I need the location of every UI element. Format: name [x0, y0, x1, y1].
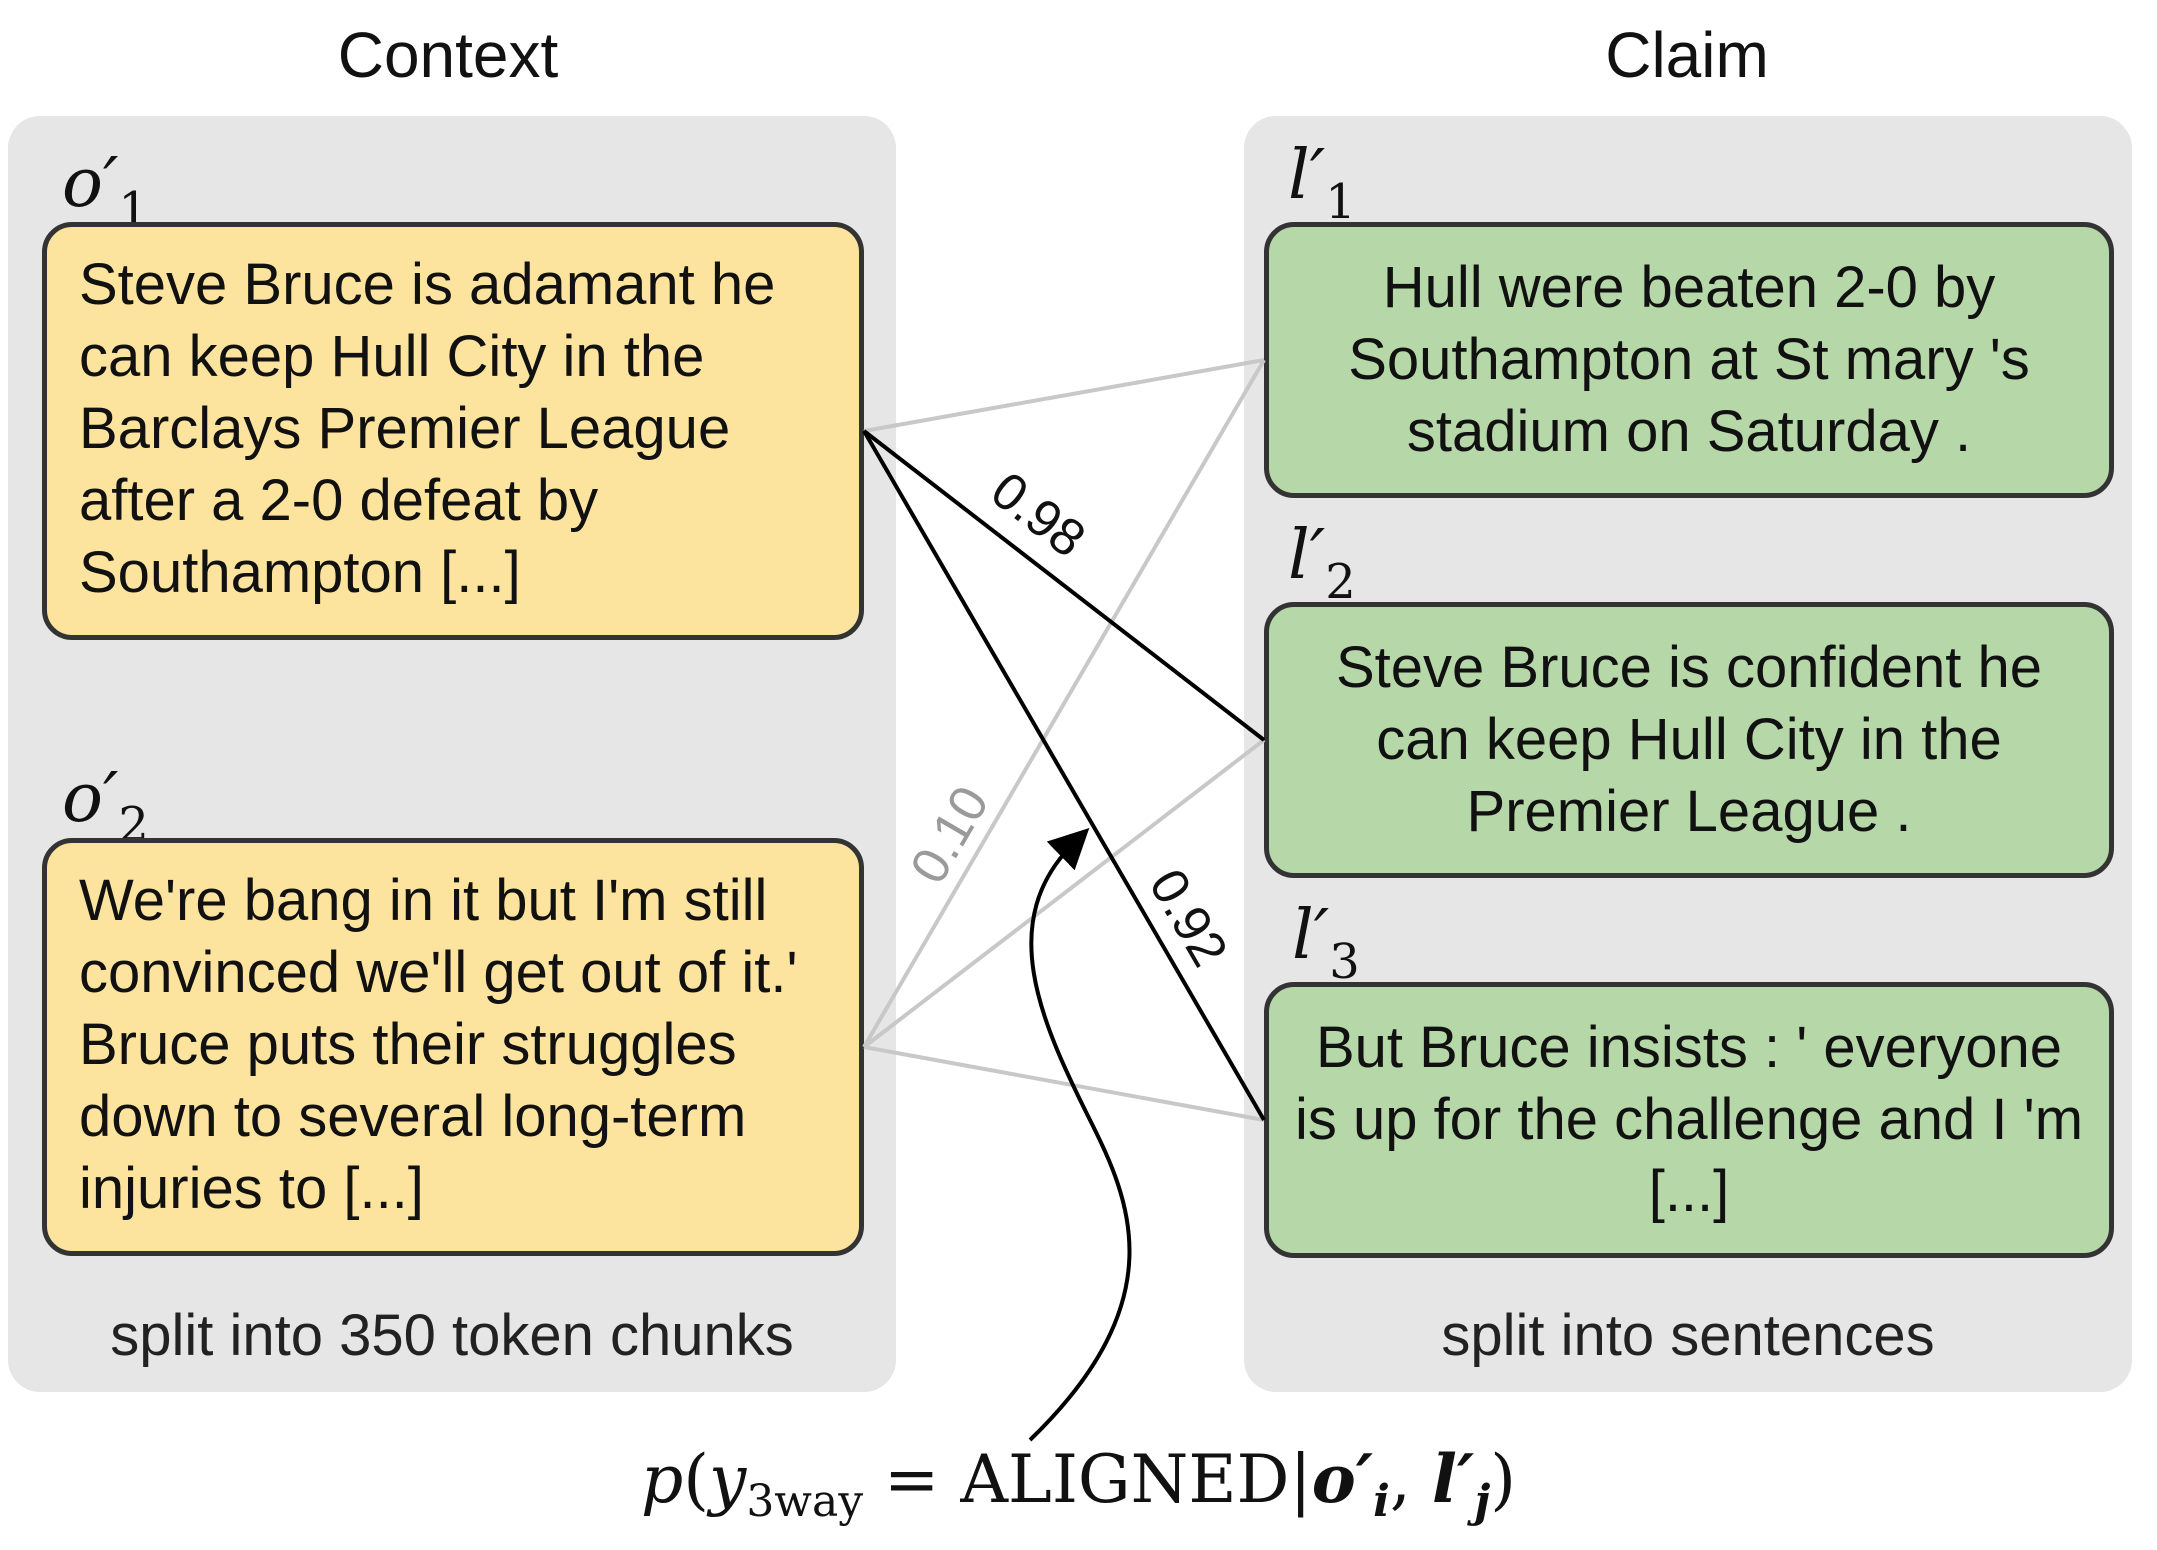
- alignment-line-1-2: [862, 429, 1266, 742]
- sentence-label-2-index: 2: [1325, 554, 1356, 610]
- formula-comma: ,: [1389, 1441, 1432, 1518]
- claim-sentence-1-text: Hull were beaten 2-0 by Southampton at S…: [1348, 255, 2030, 464]
- alignment-line-2-3: [863, 1045, 1265, 1122]
- alignment-line-2-2: [862, 738, 1266, 1049]
- sentence-label-2: l′2: [1288, 522, 1356, 607]
- context-chunk-1: Steve Bruce is adamant he can keep Hull …: [42, 222, 864, 640]
- claim-footer: split into sentences: [1441, 1303, 1935, 1368]
- formula-eq: = ALIGNED|: [863, 1441, 1312, 1518]
- claim-sentence-2: Steve Bruce is confident he can keep Hul…: [1264, 602, 2114, 878]
- formula-p: p: [641, 1441, 684, 1518]
- alignment-line-1-3: [862, 429, 1266, 1122]
- alignment-line-1-1: [863, 358, 1265, 433]
- context-chunk-2: We're bang in it but I'm still convinced…: [42, 838, 864, 1256]
- formula-y: y: [709, 1441, 747, 1518]
- formula-l: l′: [1431, 1440, 1475, 1518]
- sentence-label-3-symbol: l′: [1292, 896, 1330, 975]
- claim-sentence-2-text: Steve Bruce is confident he can keep Hul…: [1335, 635, 2043, 844]
- alignment-formula: p(y3way = ALIGNED|o′i, l′j): [0, 1440, 2157, 1527]
- formula-o: o′: [1311, 1440, 1374, 1518]
- sentence-label-1: l′1: [1288, 142, 1356, 227]
- chunk-label-1-symbol: o′: [62, 144, 119, 223]
- sentence-label-3: l′3: [1292, 902, 1360, 987]
- formula-o-sub: i: [1373, 1476, 1390, 1528]
- formula-y-sub: 3way: [746, 1476, 864, 1528]
- claim-sentence-3-text: But Bruce insists : ' everyone is up for…: [1294, 1015, 2084, 1224]
- sentence-label-1-index: 1: [1325, 174, 1356, 230]
- chunk-label-2-symbol: o′: [62, 759, 119, 838]
- formula-close: ): [1490, 1441, 1516, 1518]
- formula-arrow: [1028, 828, 1132, 1442]
- sentence-label-3-index: 3: [1329, 934, 1360, 990]
- context-title: Context: [337, 19, 559, 91]
- sentence-label-2-symbol: l′: [1288, 516, 1326, 595]
- claim-sentence-1: Hull were beaten 2-0 by Southampton at S…: [1264, 222, 2114, 498]
- alignment-line-2-1: [862, 358, 1266, 1049]
- claim-title: Claim: [1605, 19, 1769, 91]
- chunk-label-2: o′2: [62, 765, 149, 850]
- context-chunk-2-text: We're bang in it but I'm still convinced…: [79, 868, 798, 1221]
- sentence-label-1-symbol: l′: [1288, 136, 1326, 215]
- claim-sentence-3: But Bruce insists : ' everyone is up for…: [1264, 982, 2114, 1258]
- formula-open: (: [683, 1441, 710, 1518]
- formula-l-sub: j: [1474, 1476, 1491, 1528]
- context-chunk-1-text: Steve Bruce is adamant he can keep Hull …: [79, 252, 776, 605]
- context-footer: split into 350 token chunks: [110, 1303, 794, 1368]
